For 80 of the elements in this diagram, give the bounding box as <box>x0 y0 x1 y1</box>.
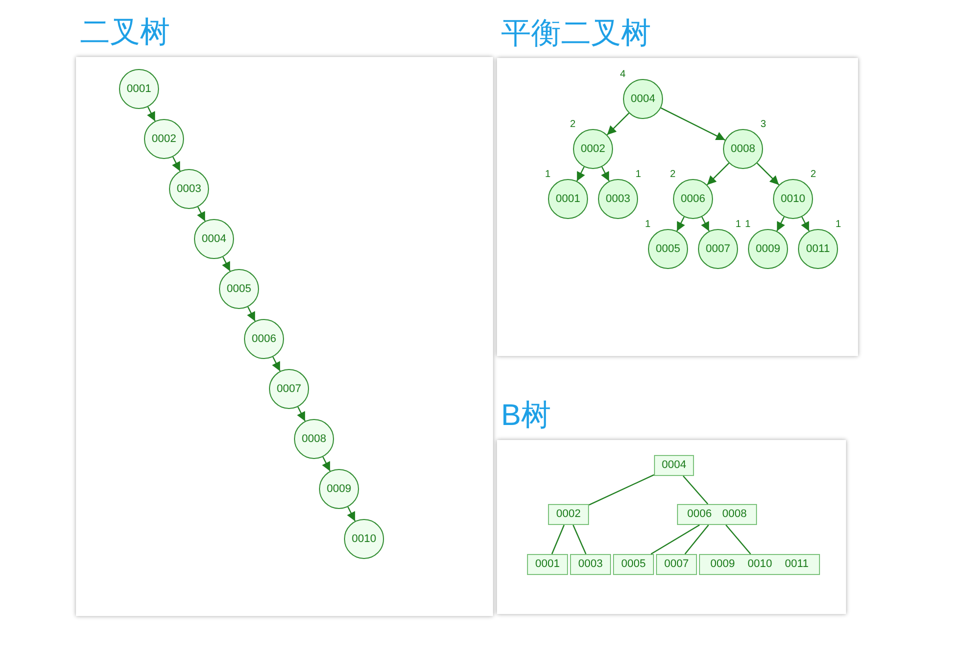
node-key: 0008 <box>730 144 756 154</box>
height-label: 1 <box>835 220 841 230</box>
key-box <box>654 455 694 476</box>
node-key: 0006 <box>680 194 706 204</box>
arrow <box>601 166 610 182</box>
key-box <box>527 554 568 575</box>
node-key: 0005 <box>621 559 646 570</box>
panel-title: 二叉树 <box>80 15 170 51</box>
connector-line <box>588 474 654 506</box>
key-box <box>677 504 757 525</box>
node-key: 0008 <box>722 509 747 520</box>
connector-line <box>551 524 565 554</box>
connector-line <box>682 476 708 504</box>
panel-title: B树 <box>501 398 552 434</box>
node-key: 0008 <box>302 434 326 444</box>
connector-line <box>572 524 586 554</box>
height-label: 1 <box>545 170 551 180</box>
key-box <box>656 554 697 575</box>
height-label: 1 <box>745 220 751 230</box>
arrow <box>322 456 331 472</box>
node-key: 0003 <box>578 559 603 570</box>
height-label: 1 <box>735 220 741 230</box>
arrow <box>801 216 810 232</box>
arrow <box>197 206 206 222</box>
node-key: 0010 <box>748 559 772 570</box>
height-label: 2 <box>810 170 816 180</box>
node-key: 0011 <box>784 559 809 570</box>
node-key: 0004 <box>630 94 656 104</box>
node-key: 0006 <box>252 334 276 344</box>
height-label: 3 <box>760 120 766 130</box>
height-label: 4 <box>620 70 626 80</box>
arrow <box>272 356 281 372</box>
node-key: 0002 <box>580 144 606 154</box>
height-label: 1 <box>635 170 641 180</box>
node-key: 0001 <box>535 559 560 570</box>
node-key: 0007 <box>664 559 689 570</box>
arrow <box>172 156 181 172</box>
key-box <box>699 554 820 575</box>
node-key: 0005 <box>226 284 252 294</box>
node-key: 0001 <box>126 84 152 94</box>
node-key: 0004 <box>662 460 686 471</box>
node-key: 0001 <box>556 194 580 204</box>
node-key: 0004 <box>202 234 226 244</box>
arrow <box>222 256 231 272</box>
height-label: 1 <box>645 220 651 230</box>
height-label: 2 <box>570 120 576 130</box>
key-box <box>548 504 589 525</box>
arrow <box>576 166 585 182</box>
arrow <box>701 216 710 232</box>
node-key: 0003 <box>176 184 202 194</box>
arrow <box>147 106 156 122</box>
node-key: 0007 <box>276 384 302 394</box>
node-key: 0003 <box>606 194 630 204</box>
node-key: 0011 <box>806 244 830 254</box>
height-label: 2 <box>670 170 676 180</box>
arrow <box>297 406 306 422</box>
node-key: 0007 <box>706 244 730 254</box>
node-key: 0009 <box>326 484 352 494</box>
key-box <box>613 554 654 575</box>
arrow <box>660 107 726 141</box>
node-key: 0009 <box>756 244 780 254</box>
connector-line <box>650 524 700 555</box>
node-key: 0002 <box>152 134 176 144</box>
node-key: 0010 <box>352 534 376 544</box>
arrow <box>706 162 730 186</box>
panel-title: 平衡二叉树 <box>501 16 651 52</box>
arrow <box>247 306 256 322</box>
node-key: 0005 <box>656 244 680 254</box>
arrow <box>776 216 785 232</box>
node-key: 0009 <box>710 559 735 570</box>
arrow <box>347 506 356 522</box>
arrow <box>606 112 630 136</box>
node-key: 0010 <box>780 194 806 204</box>
node-key: 0006 <box>687 509 712 520</box>
arrow <box>756 162 780 186</box>
connector-line <box>725 524 752 554</box>
node-key: 0002 <box>556 509 581 520</box>
connector-line <box>684 524 709 554</box>
key-box <box>570 554 611 575</box>
arrow <box>676 216 685 232</box>
